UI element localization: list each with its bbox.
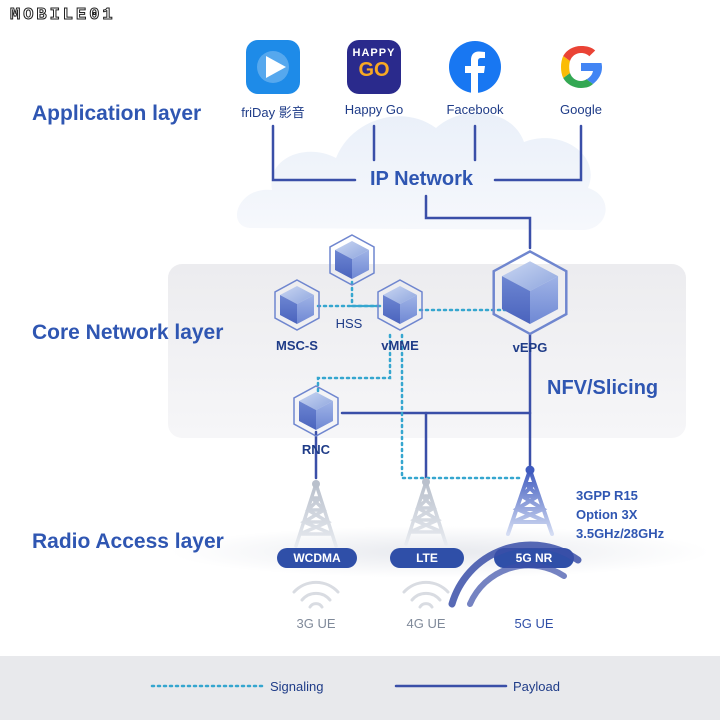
- 5g-ue-signal-icon: [510, 580, 558, 609]
- happy-go-logo-bottom: GO: [358, 59, 390, 81]
- legend-signaling-label: Signaling: [270, 679, 324, 694]
- 5g-pill: [494, 548, 574, 568]
- rnc-label: RNC: [301, 442, 331, 457]
- legend-band: [0, 656, 720, 720]
- 5g-spec-line-2: Option 3X: [576, 507, 638, 522]
- facebook-icon[interactable]: [448, 40, 502, 94]
- application-layer-title: Application layer: [32, 102, 202, 125]
- signaling-mme-5g: [400, 333, 522, 480]
- mme-label: vMME: [381, 338, 419, 353]
- signaling-hss-mme: [350, 280, 382, 308]
- watermark-logo: MOBILE01: [10, 6, 116, 26]
- wcdma-tower-label: WCDMA: [293, 551, 341, 565]
- 4g-ue-label: 4G UE: [406, 616, 446, 631]
- 3g-ue-label: 3G UE: [296, 616, 336, 631]
- ip-network-cloud: [236, 112, 606, 230]
- app-label-facebook: Facebook: [446, 102, 504, 117]
- legend-payload-label: Payload: [513, 679, 560, 694]
- core-network-layer-title: Core Network layer: [32, 321, 224, 344]
- payload-link-friday: [271, 124, 357, 182]
- payload-link-ip-epg: [424, 194, 532, 250]
- payload-links: [271, 124, 583, 480]
- 5g-ue-side-signal-icon: [480, 589, 512, 604]
- app-label-google: Google: [560, 102, 602, 117]
- epg-label: vEPG: [512, 340, 548, 355]
- 4g-ue-signal-icon: [402, 580, 450, 609]
- app-label-friday: friDay 影音: [241, 105, 305, 120]
- 5g-spec-line-1: 3GPP R15: [576, 488, 638, 503]
- friday-play-icon[interactable]: [246, 40, 300, 94]
- 5g-tower-icon: [506, 463, 554, 536]
- 5g-nr-tower-label: 5G NR: [515, 551, 553, 565]
- lte-tower-label: LTE: [416, 551, 438, 565]
- hss-label: HSS: [335, 316, 363, 331]
- wcdma-pill: [277, 548, 357, 568]
- google-icon[interactable]: [554, 40, 608, 94]
- lte-pill: [390, 548, 464, 568]
- nfv-slicing-label: NFV/Slicing: [547, 377, 659, 399]
- radio-access-layer-title: Radio Access layer: [32, 530, 224, 553]
- 5g-spec-line-3: 3.5GHz/28GHz: [576, 526, 665, 541]
- msc-label: MSC-S: [276, 338, 318, 353]
- 5g-coverage-arcs: [448, 541, 582, 608]
- signaling-mme-rnc: [316, 333, 392, 394]
- 3g-ue-signal-icon: [292, 580, 340, 609]
- happy-go-icon[interactable]: HAPPY GO: [347, 40, 401, 94]
- payload-link-google: [493, 124, 583, 182]
- ip-network-label: IP Network: [370, 168, 473, 190]
- 5g-ue-label: 5G UE: [514, 616, 554, 631]
- app-label-happy-go: Happy Go: [344, 102, 404, 117]
- happy-go-logo-top: HAPPY: [352, 47, 396, 59]
